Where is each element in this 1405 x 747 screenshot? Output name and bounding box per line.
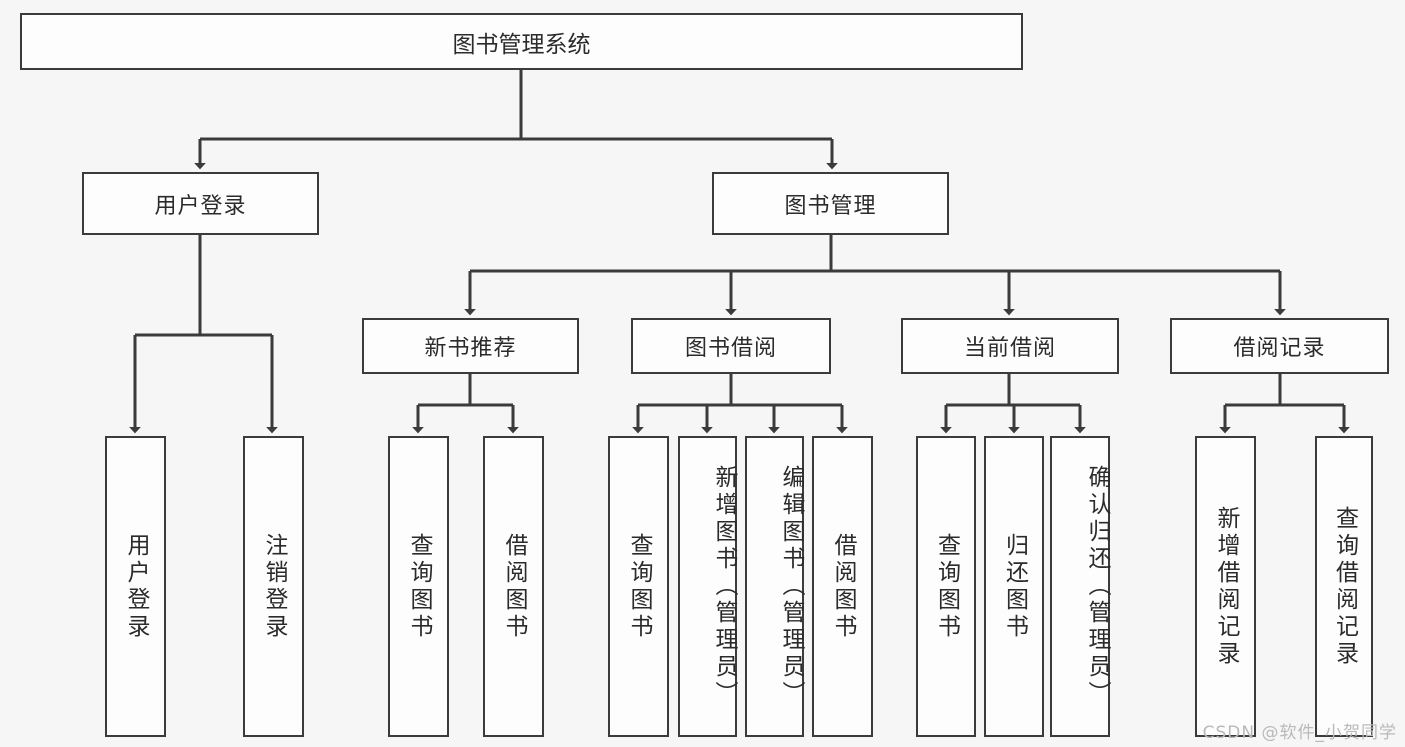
leaf-query-books-borrow[interactable]: 查询图书 bbox=[608, 436, 669, 737]
watermark: CSDN @软件_小贺同学 bbox=[1202, 723, 1397, 743]
leaf-query-books-current[interactable]: 查询图书 bbox=[916, 436, 976, 737]
node-book-management[interactable]: 图书管理 bbox=[712, 172, 949, 235]
leaf-borrow-books[interactable]: 借阅图书 bbox=[812, 436, 873, 737]
leaf-borrow-books-recommend[interactable]: 借阅图书 bbox=[483, 436, 544, 737]
node-current-borrow[interactable]: 当前借阅 bbox=[901, 318, 1119, 374]
leaf-logout-login[interactable]: 注销登录 bbox=[243, 436, 304, 737]
node-user-login[interactable]: 用户登录 bbox=[82, 172, 319, 235]
leaf-user-login[interactable]: 用户登录 bbox=[105, 436, 166, 737]
leaf-query-books-recommend[interactable]: 查询图书 bbox=[388, 436, 449, 737]
node-borrow-records[interactable]: 借阅记录 bbox=[1170, 318, 1389, 374]
node-root[interactable]: 图书管理系统 bbox=[20, 13, 1023, 70]
node-book-borrow[interactable]: 图书借阅 bbox=[631, 318, 831, 374]
leaf-edit-book-admin[interactable]: 编辑图书（管理员） bbox=[745, 436, 804, 737]
leaf-add-book-admin[interactable]: 新增图书（管理员） bbox=[678, 436, 737, 737]
leaf-query-borrow-record[interactable]: 查询借阅记录 bbox=[1315, 436, 1373, 737]
leaf-confirm-return-admin[interactable]: 确认归还（管理员） bbox=[1050, 436, 1110, 737]
leaf-add-borrow-record[interactable]: 新增借阅记录 bbox=[1195, 436, 1256, 737]
node-new-book-recommend[interactable]: 新书推荐 bbox=[362, 318, 579, 374]
leaf-return-books[interactable]: 归还图书 bbox=[984, 436, 1044, 737]
